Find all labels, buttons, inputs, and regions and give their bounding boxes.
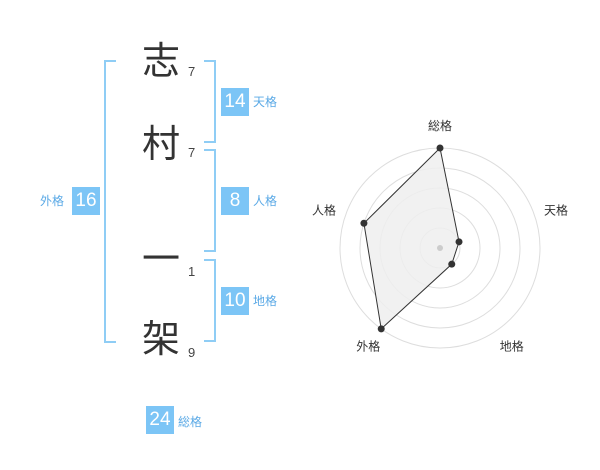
radar-point-1 — [436, 144, 444, 152]
radar-point-2 — [455, 238, 463, 246]
soukaku-label: 総格 — [178, 415, 203, 429]
radar-axis-label-4: 外格 — [356, 339, 380, 354]
jinkaku-label: 人格 — [253, 194, 278, 208]
radar-center-dot — [437, 245, 443, 251]
radar-point-5 — [360, 219, 368, 227]
stroke-count-1: 7 — [188, 64, 196, 79]
stroke-count-4: 9 — [188, 345, 196, 360]
chikaku-label: 地格 — [253, 294, 278, 308]
radar-area — [363, 146, 460, 330]
chikaku-value: 10 — [221, 287, 249, 315]
stroke-count-3: 1 — [188, 264, 196, 279]
tenkaku-bracket — [204, 60, 216, 143]
tenkaku-label: 天格 — [253, 95, 278, 109]
gaikaku-value: 16 — [72, 187, 100, 215]
name-char-1: 志 — [141, 39, 180, 83]
tenkaku-value: 14 — [221, 88, 249, 116]
name-char-2: 村 — [141, 122, 180, 166]
chikaku-bracket — [204, 259, 216, 342]
radar-axis-label-2: 天格 — [544, 202, 568, 217]
soukaku-value: 24 — [146, 406, 174, 434]
stroke-count-2: 7 — [188, 145, 196, 160]
radar-axis-label-1: 総格 — [428, 118, 452, 133]
radar-axis-label-3: 地格 — [500, 339, 524, 354]
radar-axis-label-5: 人格 — [312, 202, 336, 217]
radar-point-4 — [377, 325, 385, 333]
name-char-3: 一 — [141, 237, 180, 281]
jinkaku-value: 8 — [221, 187, 249, 215]
name-char-4: 架 — [141, 317, 180, 361]
radar-point-3 — [448, 260, 456, 268]
gaikaku-label: 外格 — [40, 194, 65, 208]
jinkaku-bracket — [204, 149, 216, 252]
gaikaku-bracket — [104, 60, 116, 343]
